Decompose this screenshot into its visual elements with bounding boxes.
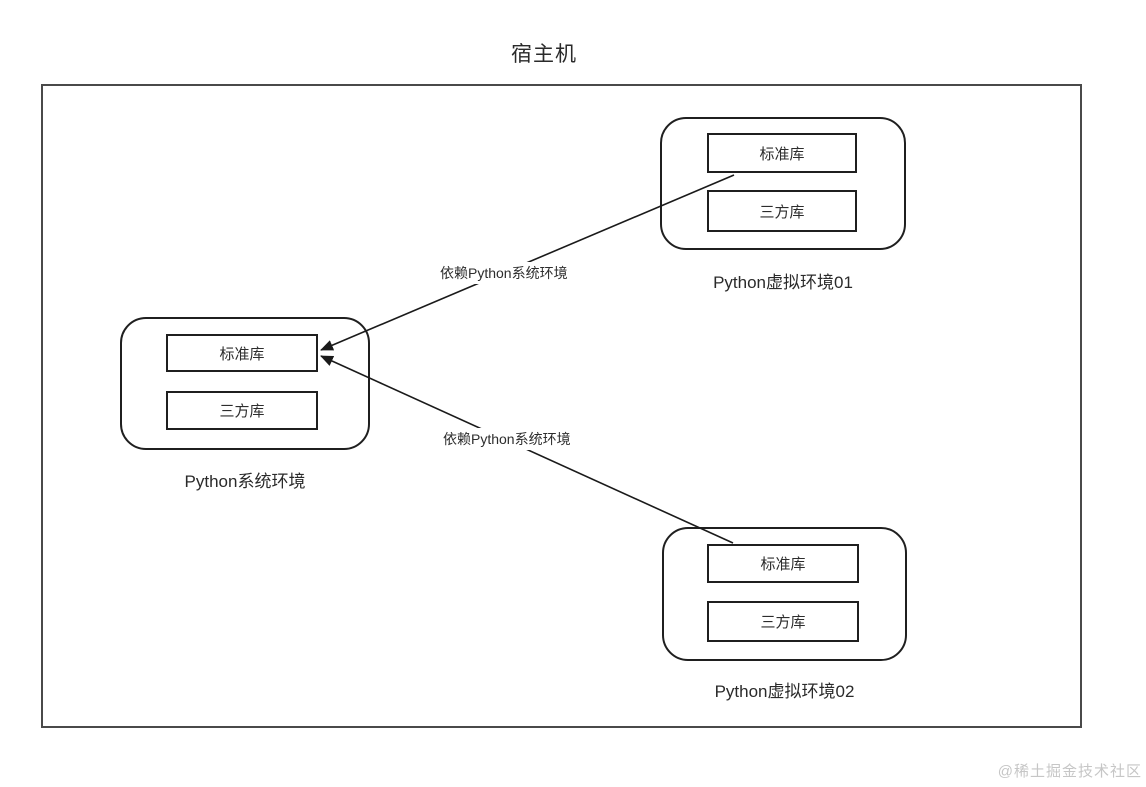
diagram-title: 宿主机 (511, 43, 577, 66)
node-label-python-system-env: Python系统环境 (184, 472, 306, 491)
venv02-standard-library-box: 标准库 (707, 544, 859, 583)
node-label-python-venv02: Python虚拟环境02 (714, 682, 855, 701)
venv02-standard-library-label: 标准库 (760, 556, 806, 573)
node-label-python-venv01: Python虚拟环境01 (713, 273, 853, 292)
venv02-thirdparty-library-box: 三方库 (707, 601, 859, 642)
venv02-thirdparty-library-label: 三方库 (760, 614, 806, 631)
edge-label-venv01-dependency: 依赖Python系统环境 (437, 262, 571, 284)
system-standard-library-box: 标准库 (166, 334, 318, 372)
venv01-standard-library-box: 标准库 (707, 133, 857, 173)
edge-label-venv02-dependency: 依赖Python系统环境 (440, 428, 574, 450)
venv01-standard-library-label: 标准库 (759, 145, 805, 163)
system-thirdparty-library-label: 三方库 (219, 403, 265, 420)
venv01-thirdparty-library-label: 三方库 (759, 203, 805, 221)
venv01-thirdparty-library-box: 三方库 (707, 190, 857, 232)
watermark-text: @稀土掘金技术社区 (997, 763, 1142, 780)
system-standard-library-label: 标准库 (219, 345, 265, 363)
system-thirdparty-library-box: 三方库 (166, 391, 318, 430)
